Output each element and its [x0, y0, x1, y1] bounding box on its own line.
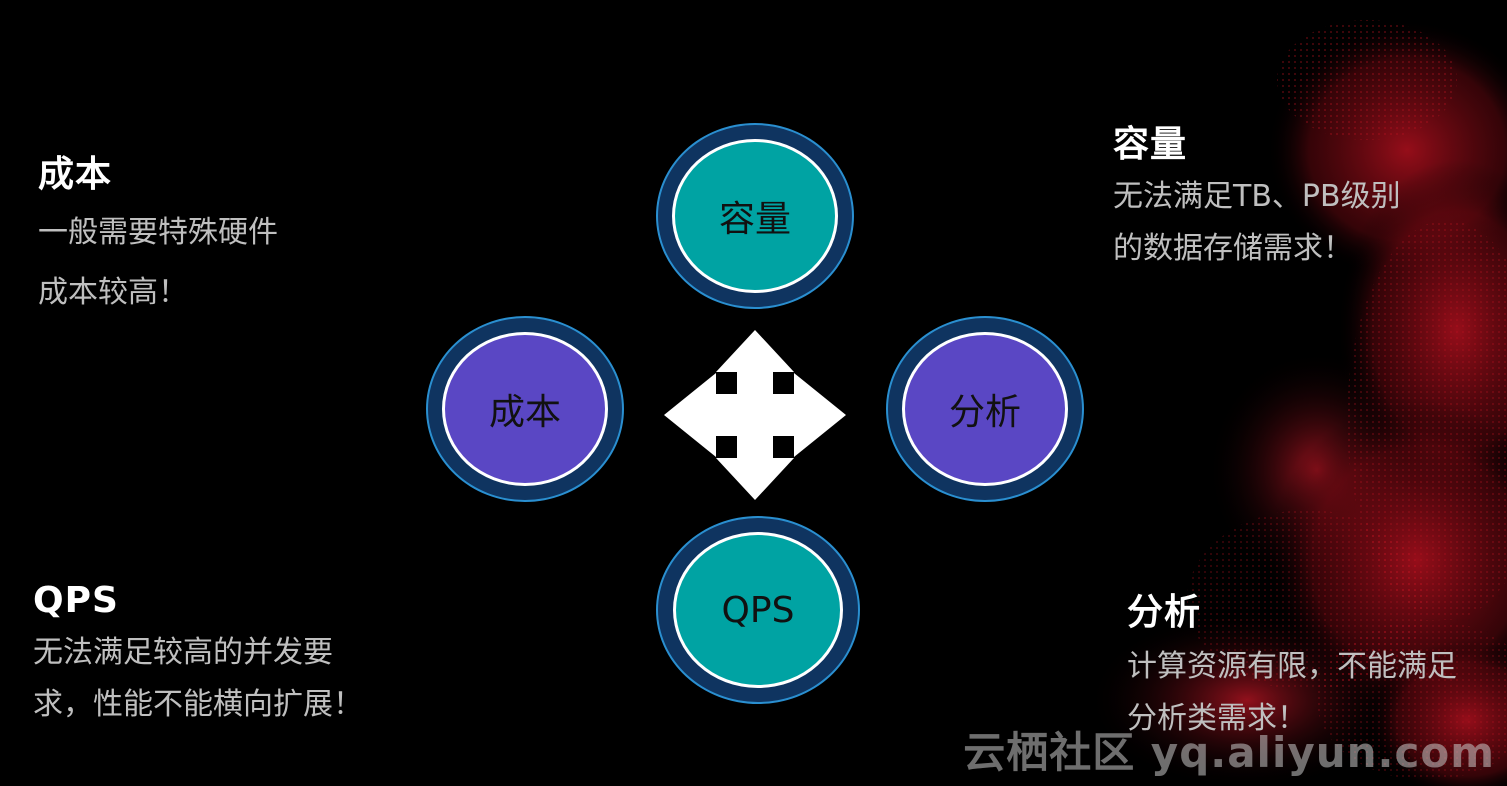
- qps-line-2: 求，性能不能横向扩展！: [33, 687, 363, 722]
- cost-circle: 成本: [426, 316, 624, 502]
- capacity-line-2: 的数据存储需求！: [1113, 231, 1353, 266]
- cost-block: 成本 一般需要特殊硬件 成本较高！: [38, 145, 278, 319]
- cost-line-2: 成本较高！: [38, 275, 188, 310]
- qps-line-1: 无法满足较高的并发要: [33, 635, 333, 670]
- qps-title: QPS: [33, 580, 119, 621]
- watermark: 云栖社区 yq.aliyun.com: [963, 728, 1495, 777]
- capacity-title: 容量: [1113, 124, 1188, 165]
- analysis-line-1: 计算资源有限，不能满足: [1127, 649, 1457, 684]
- capacity-line-1: 无法满足TB、PB级别: [1113, 179, 1401, 214]
- qps-circle: QPS: [656, 516, 860, 704]
- analysis-block: 分析 计算资源有限，不能满足 分析类需求！: [1127, 583, 1457, 745]
- capacity-circle-label: 容量: [718, 199, 791, 240]
- red-particle-art: [1087, 20, 1507, 786]
- analysis-circle-label: 分析: [948, 392, 1021, 433]
- four-way-arrow-icon: [664, 330, 846, 500]
- cost-line-1: 一般需要特殊硬件: [38, 215, 278, 250]
- qps-circle-label: QPS: [721, 589, 795, 631]
- capacity-circle: 容量: [656, 123, 854, 309]
- analysis-circle: 分析: [886, 316, 1084, 502]
- cost-circle-label: 成本: [488, 392, 561, 433]
- cost-title: 成本: [38, 154, 113, 195]
- analysis-title: 分析: [1127, 592, 1202, 633]
- qps-block: QPS 无法满足较高的并发要 求，性能不能横向扩展！: [33, 580, 363, 731]
- analysis-line-2: 分析类需求！: [1127, 701, 1307, 736]
- capacity-block: 容量 无法满足TB、PB级别 的数据存储需求！: [1113, 115, 1401, 275]
